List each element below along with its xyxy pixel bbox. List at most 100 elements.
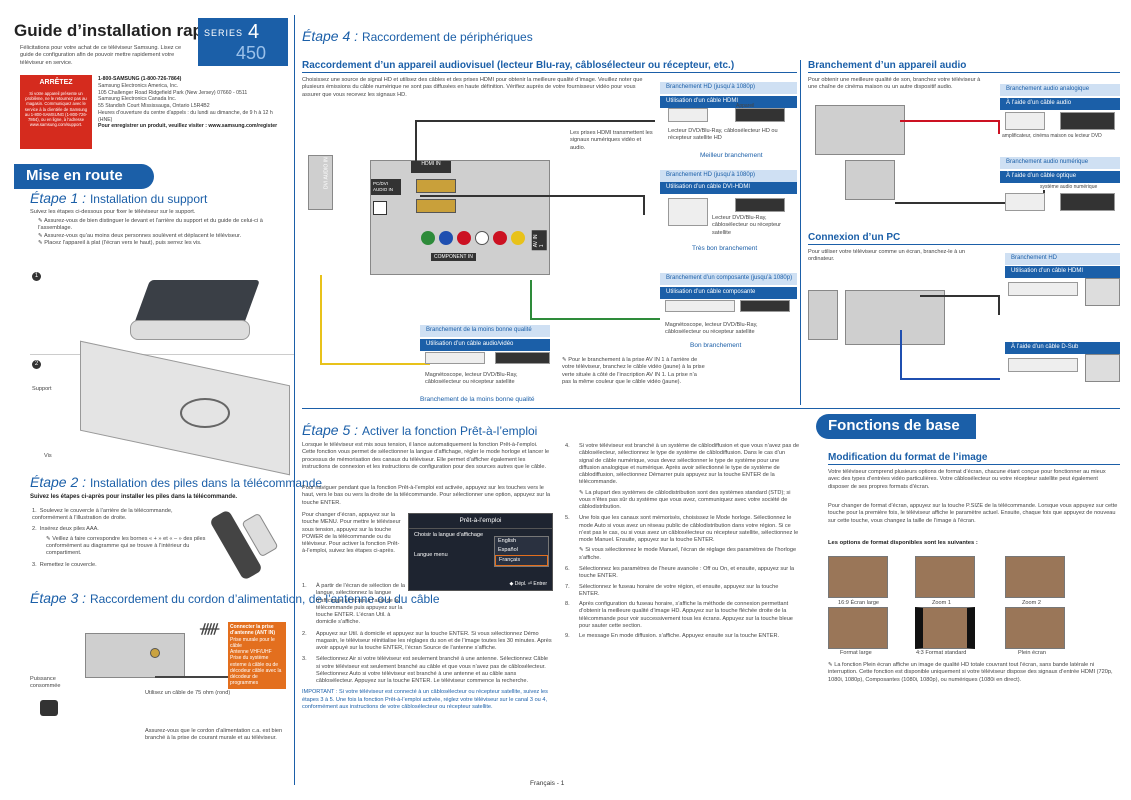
tag-dsub: À l’aide d’un câble D-Sub: [1005, 342, 1120, 354]
format-label-4: Format large: [840, 650, 872, 656]
tv-rear-connectors: HDMI IN PC/DVI AUDIO IN COMPONENT IN AV …: [370, 160, 550, 275]
etape5-steps-left: 1.À partir de l’écran de sélection de la…: [302, 583, 552, 711]
branch-analog: Branchement audio analogique: [1000, 84, 1120, 96]
format-thumb-2: [915, 556, 975, 598]
etape4-title: Raccordement de périphériques: [361, 30, 533, 44]
cable-note: Utilisez un câble de 75 ohm (rond): [145, 690, 231, 696]
tv-audio-panel: [815, 105, 905, 155]
column-divider-2: [800, 60, 801, 405]
format-thumb-3: [1005, 556, 1065, 598]
format-label-3: Zoom 2: [1022, 600, 1041, 606]
branch-pc-hd: Branchement HD: [1005, 253, 1120, 265]
page-number: Français - 1: [530, 780, 565, 787]
pc-rule: [808, 244, 1120, 245]
register-link[interactable]: Pour enregistrer un produit, veuillez vi…: [98, 123, 278, 130]
etape5-steps-right: 4.Si votre téléviseur est branché à un s…: [565, 443, 800, 643]
etape4-label: Étape 4: [302, 28, 351, 44]
power-note: Assurez-vous que le cordon d’alimentatio…: [145, 728, 283, 742]
etape4-intro: Choisissez une source de signal HD et ut…: [302, 77, 643, 98]
fonctions-note: ✎ La fonction Plein écran affiche un ima…: [828, 662, 1113, 683]
step-2: 2.Appuyez sur Util. à domicile et appuye…: [302, 630, 552, 652]
address-3: Samsung Electronics Canada Inc.: [98, 96, 177, 103]
audio-jack: [373, 201, 387, 215]
etape1-title: Installation du support: [89, 192, 208, 206]
etape2-list: 1. Soulevez le couvercle à l’arrière de …: [32, 508, 207, 569]
etape3-title: Raccordement du cordon d’alimentation, d…: [89, 592, 440, 606]
pc-hdmi-device: [1008, 282, 1078, 296]
model-number: 450: [236, 43, 267, 63]
power-plug-icon: [40, 700, 58, 716]
etape1-note-3: ✎ Placez l’appareil à plat (l’écran vers…: [38, 239, 202, 246]
option-espanol[interactable]: Español: [498, 546, 518, 553]
step-5: 5.Une fois que les canaux sont mémorisés…: [565, 515, 799, 544]
step-1: 1.À partir de l’écran de sélection de la…: [302, 583, 405, 626]
branch-comp: Branchement d’un composante (jusqu’à 108…: [660, 273, 797, 285]
vis-label: Vis: [44, 453, 52, 459]
stand-neck-illustration: [180, 398, 230, 428]
format-thumb-1: [828, 556, 888, 598]
menu-title: Prêt-à-l’emploi: [409, 514, 552, 530]
fonctions-rule: [828, 464, 1120, 465]
etape2-item-1: 1. Soulevez le couvercle à l’arrière de …: [32, 508, 173, 522]
etape5-intro3: Pour changer d’écran, appuyez sur la tou…: [302, 512, 401, 555]
etape4-rule: [302, 72, 797, 73]
etape2-item-3: 3. Remettez le couvercle.: [32, 561, 97, 568]
address-5: Heures d’ouverture du centre d’appels : …: [98, 109, 273, 123]
tag-hdmi: Utilisation d’un câble HDMI: [660, 96, 797, 108]
pc-tower-icon-2: [1085, 354, 1120, 382]
fonctions-intro: Votre téléviseur comprend plusieurs opti…: [828, 469, 1106, 490]
address-1: Samsung Electronics America, Inc.: [98, 82, 179, 89]
series-number: 4: [248, 21, 260, 43]
language-options: English Español Français: [494, 536, 549, 567]
menu-row-1: Choisir la langue d’affichage: [414, 532, 483, 538]
very-good-label: Très bon branchement: [692, 245, 758, 252]
etape2-note: ✎ Veillez à faire correspondre les borne…: [46, 535, 206, 557]
hdmi-port-2: [416, 199, 456, 213]
format-thumb-6: [1005, 607, 1065, 649]
dsub-cable: [900, 330, 1000, 380]
stop-box: ARRÊTEZ Si votre appareil présente un pr…: [20, 75, 92, 149]
dev-comp: Magnétoscope, lecteur DVD/Blu-Ray, câblo…: [665, 322, 758, 336]
support-label: Support: [32, 386, 52, 392]
etape1-label: Étape 1: [30, 190, 79, 206]
etape5-heading: Étape 5 : Activer la fonction Prêt-à-l’e…: [302, 422, 538, 438]
etape4-heading: Étape 4 : Raccordement de périphériques: [302, 28, 533, 44]
ant-in-jack: [150, 648, 160, 658]
audio-intro: Pour obtenir une meilleure qualité de so…: [808, 77, 981, 91]
series-label: SERIES: [204, 28, 244, 38]
header: Guide d’installation rapide: [14, 20, 234, 41]
tag-comp: Utilisation d’un câble composante: [660, 287, 797, 299]
good-label: Bon branchement: [690, 342, 742, 349]
dvi-cable: [420, 195, 645, 215]
etape2-item-2: 2. Insérez deux piles AAA.: [32, 525, 99, 532]
important-note: IMPORTANT : Si votre téléviseur est conn…: [302, 689, 548, 710]
option-english[interactable]: English: [498, 538, 517, 544]
tag-optic: À l’aide d’un câble optique: [1000, 171, 1120, 183]
tv-pc-rear-panel: [845, 290, 945, 345]
phone: 1-800-SAMSUNG (1-800-726-7864): [98, 76, 182, 82]
pc-intro: Pour utiliser votre téléviseur comme un …: [808, 249, 966, 263]
stand-base-illustration: [130, 320, 250, 340]
amplifier-icon: [1060, 112, 1115, 130]
plug-and-play-menu: Prêt-à-l’emploi Choisir la langue d’affi…: [408, 513, 553, 591]
option-francais[interactable]: Français: [495, 554, 548, 566]
series-block: SERIES 4 450: [198, 18, 288, 66]
fonctions-intro2: Pour changer de format d’écran, appuyez …: [828, 503, 1118, 524]
av-in-label: AV IN 1: [531, 230, 547, 251]
tv-optical-panel: [845, 160, 895, 200]
etape2-title: Installation des piles dans la télécomma…: [89, 476, 323, 490]
remote-illustration: [208, 505, 285, 581]
dev-dvi: Lecteur DVD/Blu-Ray, câblosélecteur ou r…: [712, 215, 782, 236]
dev-optic: système audio numérique: [1040, 184, 1098, 190]
etape2-heading: Étape 2 : Installation des piles dans la…: [30, 474, 323, 490]
step-7: 7.Sélectionnez le fuseau horaire de votr…: [565, 583, 779, 597]
etape3-heading: Étape 3 : Raccordement du cordon d’alime…: [30, 590, 440, 606]
etape1-note-2: ✎ Assurez-vous qu’au moins deux personne…: [38, 232, 242, 239]
video-yellow-jack: [511, 231, 525, 245]
low-label: Branchement de la moins bonne qualité: [420, 396, 535, 403]
component-blue-jack: [439, 231, 453, 245]
pc-dvi-label: PC/DVI AUDIO IN: [371, 179, 401, 195]
etape5-title: Activer la fonction Prêt-à-l’emploi: [361, 424, 538, 438]
step-4: 4.Si votre téléviseur est branché à un s…: [565, 443, 800, 486]
av-out-device: [425, 352, 485, 364]
